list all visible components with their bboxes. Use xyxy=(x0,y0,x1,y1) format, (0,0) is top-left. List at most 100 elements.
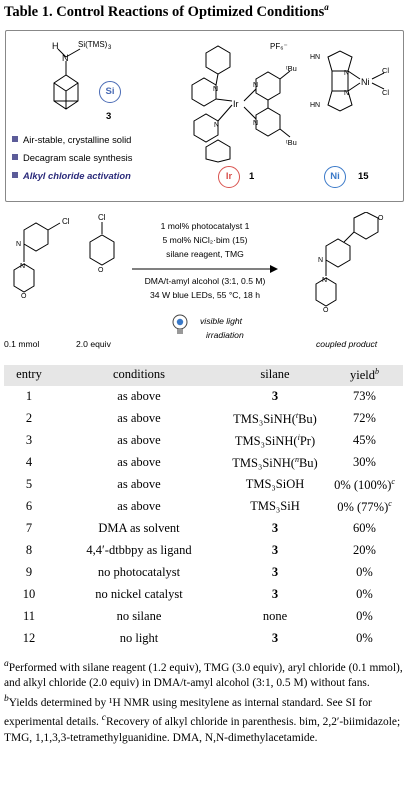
cell-entry: 11 xyxy=(22,609,36,623)
feature-item: Decagram scale synthesis xyxy=(12,152,132,163)
alkyl-amount-caption: 2.0 equiv xyxy=(76,339,111,349)
silane-sitms-label: Si(TMS) xyxy=(78,40,108,49)
cell-entry: 2 xyxy=(25,411,33,425)
table-row: 1 as above 3 73% xyxy=(4,387,403,408)
cell-entry: 7 xyxy=(25,521,33,535)
reagent-scheme-box: H N Si(TMS) 3 Si 3 Air-stable, crystalli… xyxy=(5,30,404,202)
condition-line: 34 W blue LEDs, 55 °C, 18 h xyxy=(150,290,260,300)
cell-yield: 0% xyxy=(356,631,373,645)
cell-yield: 0% (77%)c xyxy=(337,499,392,515)
cell-silane: 3 xyxy=(271,565,279,579)
table-row: 10 no nickel catalyst 3 0% xyxy=(4,585,403,606)
cell-yield: 0% xyxy=(356,565,373,579)
light-caption: visible light xyxy=(200,316,243,326)
cell-conditions: no silane xyxy=(116,609,162,623)
ni-cl-label: Cl xyxy=(382,66,389,75)
cell-yield: 0% xyxy=(356,587,373,601)
table-row: 5 as above TMS₃SiOH 0% (100%)c xyxy=(4,475,403,496)
cell-silane: none xyxy=(262,609,288,623)
cell-conditions: as above xyxy=(117,389,161,403)
cell-silane: TMS₃SiOH xyxy=(245,477,305,491)
ni-n-label: N xyxy=(344,90,349,97)
cell-conditions: as above xyxy=(117,433,161,447)
nickel-compound-number: 15 xyxy=(358,171,369,182)
cell-conditions: as above xyxy=(117,477,161,491)
product-structure: O N N O xyxy=(315,212,384,314)
table-title: Table 1. Control Reactions of Optimized … xyxy=(4,2,329,20)
cell-conditions: no photocatalyst xyxy=(97,565,181,579)
product-caption: coupled product xyxy=(316,339,378,349)
pyridine-n-label: N xyxy=(16,241,21,248)
cell-silane: TMS₃SiNH(nBu) xyxy=(232,455,318,471)
cell-silane: 3 xyxy=(271,389,279,403)
table-row: 4 as above TMS₃SiNH(nBu) 30% xyxy=(4,453,403,474)
reaction-arrow xyxy=(132,265,278,273)
product-morpholine-n-label: N xyxy=(322,277,327,284)
table-row: 11 no silane none 0% xyxy=(4,607,403,628)
silane-compound-number: 3 xyxy=(106,111,112,122)
cell-silane: 3 xyxy=(271,521,279,535)
header-conditions: conditions xyxy=(112,367,166,381)
cell-yield: 0% (100%)c xyxy=(334,477,395,493)
cell-silane: TMS₃SiNH(iPr) xyxy=(234,433,316,449)
photocatalyst-compound-number: 1 xyxy=(249,171,255,182)
cell-entry: 5 xyxy=(25,477,33,491)
table-row: 6 as above TMS₃SiH 0% (77%)c xyxy=(4,497,403,518)
silane-structure: H N Si(TMS) 3 xyxy=(52,40,112,110)
cell-conditions: no light xyxy=(119,631,159,645)
cell-yield: 0% xyxy=(356,609,373,623)
alkyl-cl-label: Cl xyxy=(98,213,106,222)
cell-silane: 3 xyxy=(271,587,279,601)
aryl-chloride-structure: Cl N N O xyxy=(13,217,70,300)
condition-line: 5 mol% NiCl₂·bim (15) xyxy=(162,235,248,245)
morpholine-o-label: O xyxy=(21,293,27,300)
cell-conditions: no nickel catalyst xyxy=(95,587,183,601)
ni-badge: Ni xyxy=(324,166,346,188)
table-row: 3 as above TMS₃SiNH(iPr) 45% xyxy=(4,431,403,452)
ir-n-label: N xyxy=(213,86,218,93)
product-pyridine-n-label: N xyxy=(318,257,323,264)
ni-n-label: N xyxy=(344,70,349,77)
aryl-cl-label: Cl xyxy=(62,217,70,226)
cell-entry: 12 xyxy=(22,631,36,645)
si-badge: Si xyxy=(99,81,121,103)
cell-entry: 8 xyxy=(25,543,33,557)
ir-n-label: N xyxy=(253,120,258,127)
cell-conditions: DMA as solvent xyxy=(98,521,180,535)
ir-counterion-label: PF₆⁻ xyxy=(270,42,288,51)
cell-yield: 45% xyxy=(353,433,376,447)
header-yield: yieldb xyxy=(350,367,379,383)
product-morpholine-o-label: O xyxy=(323,307,329,314)
product-o-label: O xyxy=(378,215,384,222)
cell-silane: 3 xyxy=(271,543,279,557)
condition-line: DMA/t-amyl alcohol (3:1, 0.5 M) xyxy=(144,276,266,286)
condition-line: 1 mol% photocatalyst 1 xyxy=(160,221,250,231)
cell-yield: 60% xyxy=(353,521,376,535)
feature-item: Alkyl chloride activation xyxy=(12,170,131,181)
iridium-photocatalyst-structure: Ir N N N N PF₆⁻ ᵗBu ᵗBu xyxy=(191,42,297,163)
ni-metal-label: Ni xyxy=(361,77,370,87)
cell-entry: 9 xyxy=(25,565,33,579)
cell-conditions: as above xyxy=(117,499,161,513)
ir-n-label: N xyxy=(214,122,219,129)
table-row: 12 no light 3 0% xyxy=(4,629,403,650)
cell-entry: 10 xyxy=(22,587,36,601)
ir-badge: Ir xyxy=(218,166,240,188)
cell-conditions: as above xyxy=(117,455,161,469)
cell-entry: 4 xyxy=(25,455,33,469)
header-silane: silane xyxy=(260,367,290,381)
aryl-amount-caption: 0.1 mmol xyxy=(4,339,40,349)
table-row: 8 4,4′-dtbbpy as ligand 3 20% xyxy=(4,541,403,562)
morpholine-n-label: N xyxy=(20,263,25,270)
silane-n-label: N xyxy=(62,53,69,63)
cell-conditions: 4,4′-dtbbpy as ligand xyxy=(86,543,192,557)
cell-entry: 1 xyxy=(25,389,33,403)
table-header-row: entry conditions silane yieldb xyxy=(4,365,403,386)
ni-cl-label: Cl xyxy=(382,88,389,97)
ni-hn-label: HN xyxy=(310,54,320,61)
nickel-complex-structure: HN HN N N Ni Cl Cl xyxy=(310,50,389,112)
table-footnotes: aPerformed with silane reagent (1.2 equi… xyxy=(4,657,404,746)
silane-h-label: H xyxy=(52,41,59,51)
cell-silane: TMS₃SiNH(tBu) xyxy=(233,411,317,427)
light-caption: irradiation xyxy=(206,330,244,340)
